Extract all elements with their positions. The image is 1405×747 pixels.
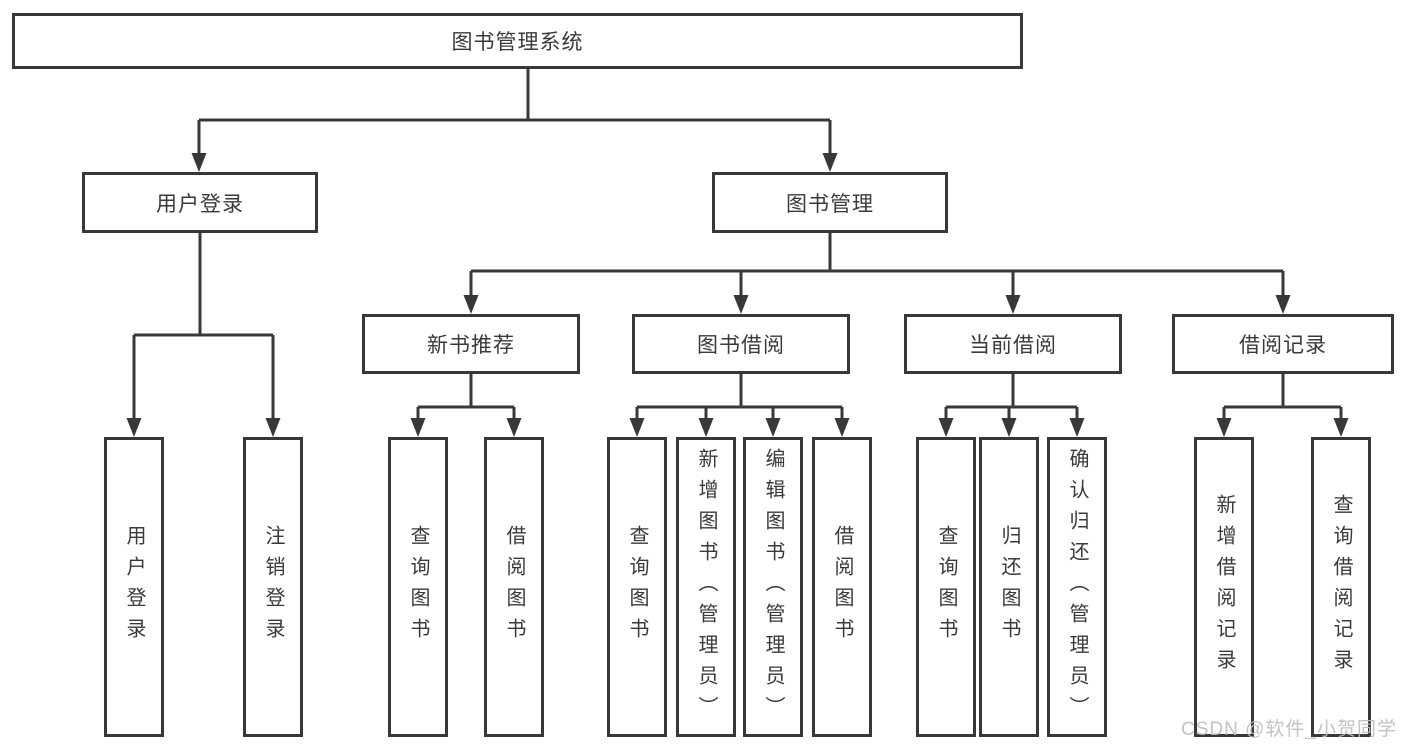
leaf-confirm-return-admin: 确认归还（管理员） bbox=[1047, 437, 1107, 737]
leaf-edit-book-admin: 编辑图书（管理员） bbox=[743, 437, 803, 737]
node-current-borrowing: 当前借阅 bbox=[904, 314, 1122, 374]
node-borrowing-records: 借阅记录 bbox=[1172, 314, 1394, 374]
node-root-system: 图书管理系统 bbox=[12, 13, 1023, 69]
leaf-add-borrow-record: 新增借阅记录 bbox=[1194, 437, 1254, 737]
node-book-management-branch: 图书管理 bbox=[712, 172, 948, 233]
connector-path bbox=[132, 69, 1343, 422]
node-label: 用户登录 bbox=[156, 192, 244, 216]
leaf-logout: 注销登录 bbox=[243, 437, 303, 737]
leaf-user-login: 用户登录 bbox=[104, 437, 164, 737]
node-label: 新书推荐 bbox=[427, 334, 515, 357]
leaf-label: 新增借阅记录 bbox=[1213, 494, 1235, 680]
leaf-query-books-recommend: 查询图书 bbox=[388, 437, 448, 737]
leaf-label: 借阅图书 bbox=[503, 525, 525, 649]
node-book-borrowing: 图书借阅 bbox=[632, 314, 850, 374]
leaf-query-books-current: 查询图书 bbox=[916, 437, 976, 737]
leaf-query-books-borrowing: 查询图书 bbox=[607, 437, 667, 737]
node-label: 当前借阅 bbox=[969, 334, 1057, 357]
leaf-label: 编辑图书（管理员） bbox=[762, 447, 784, 727]
node-user-login-branch: 用户登录 bbox=[82, 172, 318, 233]
node-label: 借阅记录 bbox=[1239, 334, 1327, 357]
leaf-label: 新增图书（管理员） bbox=[695, 447, 717, 727]
node-label: 图书管理 bbox=[786, 192, 874, 216]
leaf-label: 归还图书 bbox=[998, 525, 1020, 649]
node-label: 图书借阅 bbox=[697, 334, 785, 357]
leaf-borrow-books-borrowing: 借阅图书 bbox=[812, 437, 872, 737]
leaf-add-book-admin: 新增图书（管理员） bbox=[676, 437, 736, 737]
leaf-label: 查询图书 bbox=[626, 525, 648, 649]
leaf-label: 查询图书 bbox=[407, 525, 429, 649]
watermark: CSDN @软件_小贺同学 bbox=[1181, 719, 1397, 740]
leaf-return-books: 归还图书 bbox=[979, 437, 1039, 737]
leaf-borrow-books-recommend: 借阅图书 bbox=[484, 437, 544, 737]
leaf-label: 查询借阅记录 bbox=[1330, 494, 1352, 680]
leaf-label: 查询图书 bbox=[935, 525, 957, 649]
leaf-label: 注销登录 bbox=[262, 525, 284, 649]
node-root-label: 图书管理系统 bbox=[451, 31, 584, 54]
node-new-book-recommend: 新书推荐 bbox=[362, 314, 580, 374]
leaf-label: 借阅图书 bbox=[831, 525, 853, 649]
leaf-label: 用户登录 bbox=[123, 525, 145, 649]
leaf-label: 确认归还（管理员） bbox=[1066, 447, 1088, 727]
leaf-query-borrow-record: 查询借阅记录 bbox=[1311, 437, 1371, 737]
